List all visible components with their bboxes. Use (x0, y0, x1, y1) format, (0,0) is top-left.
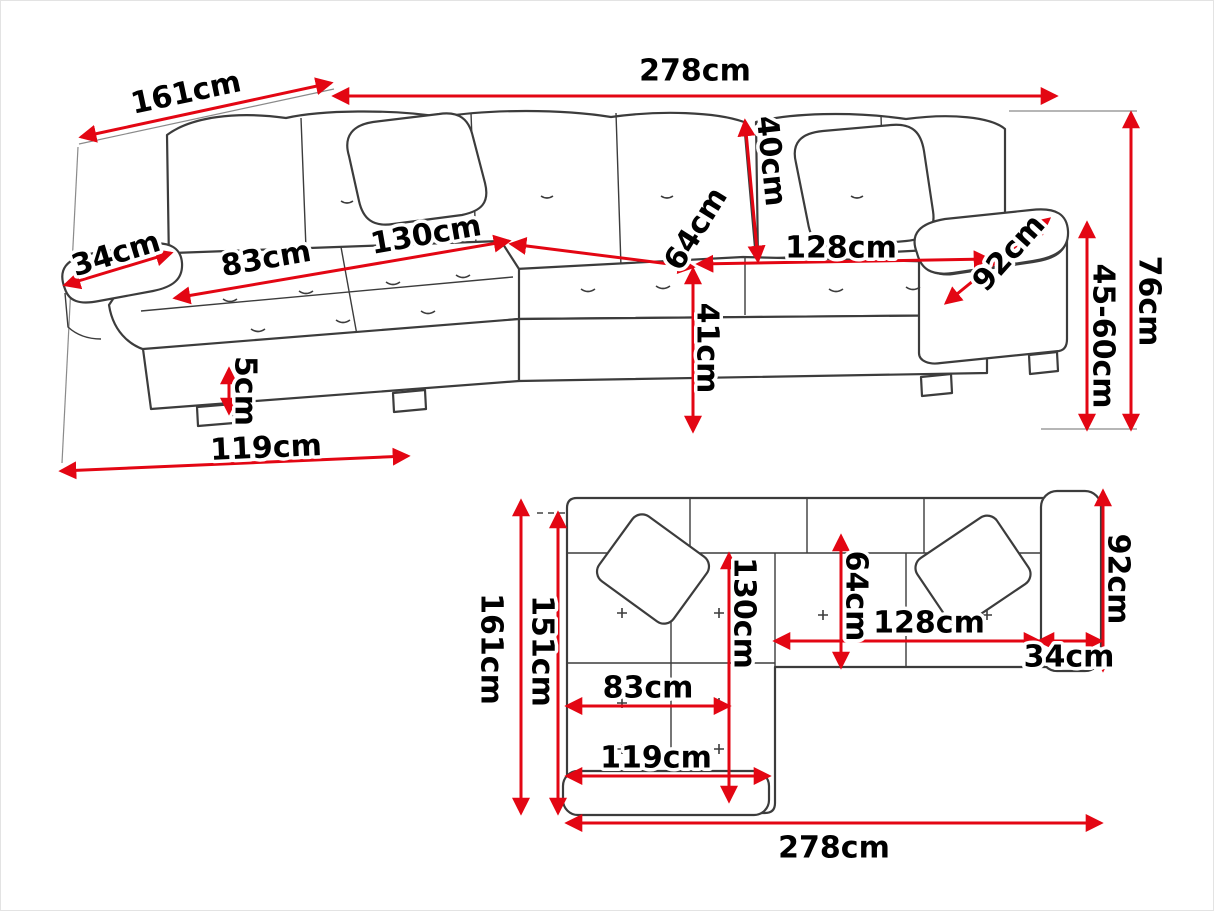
dim-label-plan-chaise-l: 130cm (727, 557, 762, 669)
plan-dimension-lines (512, 488, 1112, 832)
front-left-edge-guide (61, 146, 79, 464)
dim-label-plan-armrest-w: 34cm (1024, 640, 1115, 675)
dim-label-front-seat-width: 128cm (785, 231, 897, 266)
front-foot-2 (391, 388, 428, 414)
dim-line-front-armrest-92 (943, 217, 1052, 305)
plan-right-pillow (914, 514, 1032, 628)
plan-chaise-armrest (561, 769, 771, 817)
dim-label-front-armrest-h: 45-60cm (1086, 264, 1121, 409)
front-dimension-lines (58, 77, 1140, 480)
dim-label-front-foot-height: 5cm (228, 356, 263, 426)
plan-sofa-drawing (561, 489, 1103, 817)
dim-line-front-seat-depth-64 (508, 236, 696, 275)
dim-label-front-seat-height: 41cm (690, 303, 725, 394)
dim-line-front-depth-161 (78, 77, 334, 143)
plan-view: 161cm 151cm 130cm 64cm 128cm 34cm 92cm 8… (470, 488, 1139, 869)
dim-label-plan-chaise-base: 119cm (600, 741, 712, 776)
dim-label-plan-armrest-l: 92cm (1101, 534, 1136, 625)
plan-left-pillow (595, 513, 711, 625)
dim-line-front-seat-width-128 (695, 250, 992, 273)
front-base-right (517, 313, 989, 383)
dim-label-front-backrest: 40cm (749, 114, 793, 208)
front-left-pillow (346, 112, 488, 226)
dim-label-plan-chaise-w: 83cm (603, 671, 694, 706)
dim-label-plan-total-width: 278cm (778, 831, 890, 866)
dim-line-front-armrest-34 (62, 248, 174, 290)
front-sofa-drawing (61, 109, 1070, 428)
front-foot-4 (1027, 350, 1060, 376)
plan-seat-seams (567, 553, 907, 771)
front-right-pillow (793, 123, 935, 249)
dim-label-front-chaise-base: 119cm (209, 428, 322, 468)
front-view: 161cm 278cm 40cm 64cm 128cm 92cm 76cm 45… (58, 50, 1170, 480)
dim-label-front-width: 278cm (639, 54, 751, 89)
front-left-armrest-side (64, 292, 102, 340)
dim-line-front-chaise-83-130 (172, 234, 512, 305)
dim-label-plan-seat-width: 128cm (873, 606, 985, 641)
plan-dimension-labels: 161cm 151cm 130cm 64cm 128cm 34cm 92cm 8… (470, 530, 1139, 869)
dim-label-plan-seat-depth: 64cm (839, 551, 874, 642)
dim-label-plan-inner-depth: 151cm (525, 595, 560, 707)
dim-line-front-backrest-40 (737, 118, 766, 264)
dim-label-front-height: 76cm (1132, 256, 1167, 347)
front-foot-3 (919, 372, 954, 398)
plan-backrest-seams (567, 498, 1041, 554)
dim-line-front-chaise-length-119 (58, 447, 411, 480)
dim-label-plan-depth: 161cm (474, 593, 509, 705)
